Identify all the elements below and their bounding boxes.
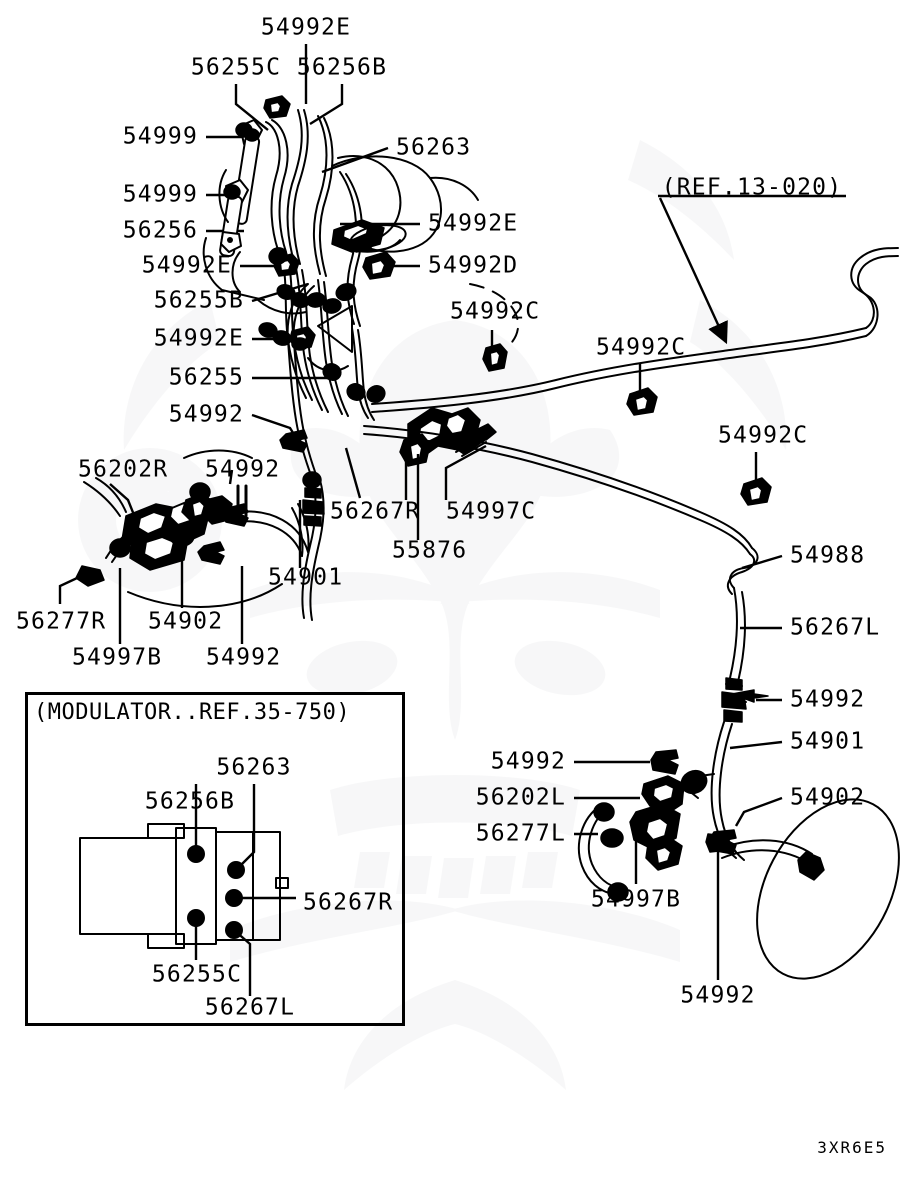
part-callout-54997b: 54997B xyxy=(590,886,682,913)
part-callout-56263: 56263 xyxy=(396,134,472,161)
part-callout-56267l: 56267L xyxy=(790,614,881,641)
part-callout-54992e: 54992E xyxy=(260,14,352,41)
part-callout-56202l: 56202L xyxy=(475,784,566,811)
part-callout-56267r: 56267R xyxy=(330,498,421,525)
modulator-inset-title: (MODULATOR..REF.35-750) xyxy=(34,700,351,725)
part-callout-54992: 54992 xyxy=(168,401,244,428)
part-callout-56277r: 56277R xyxy=(16,608,107,635)
part-callout-54992e: 54992E xyxy=(141,252,232,279)
part-callout-54902: 54902 xyxy=(148,608,224,635)
part-callout-56267l: 56267L xyxy=(204,994,296,1021)
part-callout-56255b: 56255B xyxy=(153,287,244,314)
part-callout-56256: 56256 xyxy=(122,217,198,244)
part-callout-56263: 56263 xyxy=(216,754,292,781)
part-callout-54902: 54902 xyxy=(790,784,866,811)
part-callout-55876: 55876 xyxy=(392,537,468,564)
part-callout-54992: 54992 xyxy=(680,982,756,1009)
part-callout-56267r: 56267R xyxy=(303,889,394,916)
part-callout-54992c: 54992C xyxy=(450,298,541,325)
part-callout-54999: 54999 xyxy=(122,123,198,150)
part-callout-54992c: 54992C xyxy=(596,334,687,361)
part-callout-56256b: 56256B xyxy=(296,54,388,81)
part-callout-54988: 54988 xyxy=(790,542,866,569)
part-callout-54997c: 54997C xyxy=(446,498,537,525)
part-callout-54992: 54992 xyxy=(790,686,866,713)
part-callout-56255c: 56255C xyxy=(151,961,243,988)
chassis-reference-label: (REF.13-020) xyxy=(661,174,843,201)
part-callout-54997b: 54997B xyxy=(72,644,163,671)
part-callout-54992: 54992 xyxy=(206,644,282,671)
part-callout-54992e: 54992E xyxy=(153,325,244,352)
part-callout-56277l: 56277L xyxy=(475,820,566,847)
part-callout-54992e: 54992E xyxy=(428,210,519,237)
part-callout-56256b: 56256B xyxy=(144,788,236,815)
part-callout-54992d: 54992D xyxy=(428,252,519,279)
part-callout-56202r: 56202R xyxy=(78,456,169,483)
part-callout-54992c: 54992C xyxy=(718,422,809,449)
part-callout-56255: 56255 xyxy=(168,364,244,391)
part-callout-54901: 54901 xyxy=(268,564,344,591)
part-callout-54992: 54992 xyxy=(490,748,566,775)
figure-code: 3XR6E5 xyxy=(817,1138,887,1157)
part-callout-54992: 54992 xyxy=(205,456,281,483)
modulator-inset-box xyxy=(25,692,405,1026)
part-callout-56255c: 56255C xyxy=(190,54,282,81)
part-callout-54999: 54999 xyxy=(122,181,198,208)
part-callout-54901: 54901 xyxy=(790,728,866,755)
